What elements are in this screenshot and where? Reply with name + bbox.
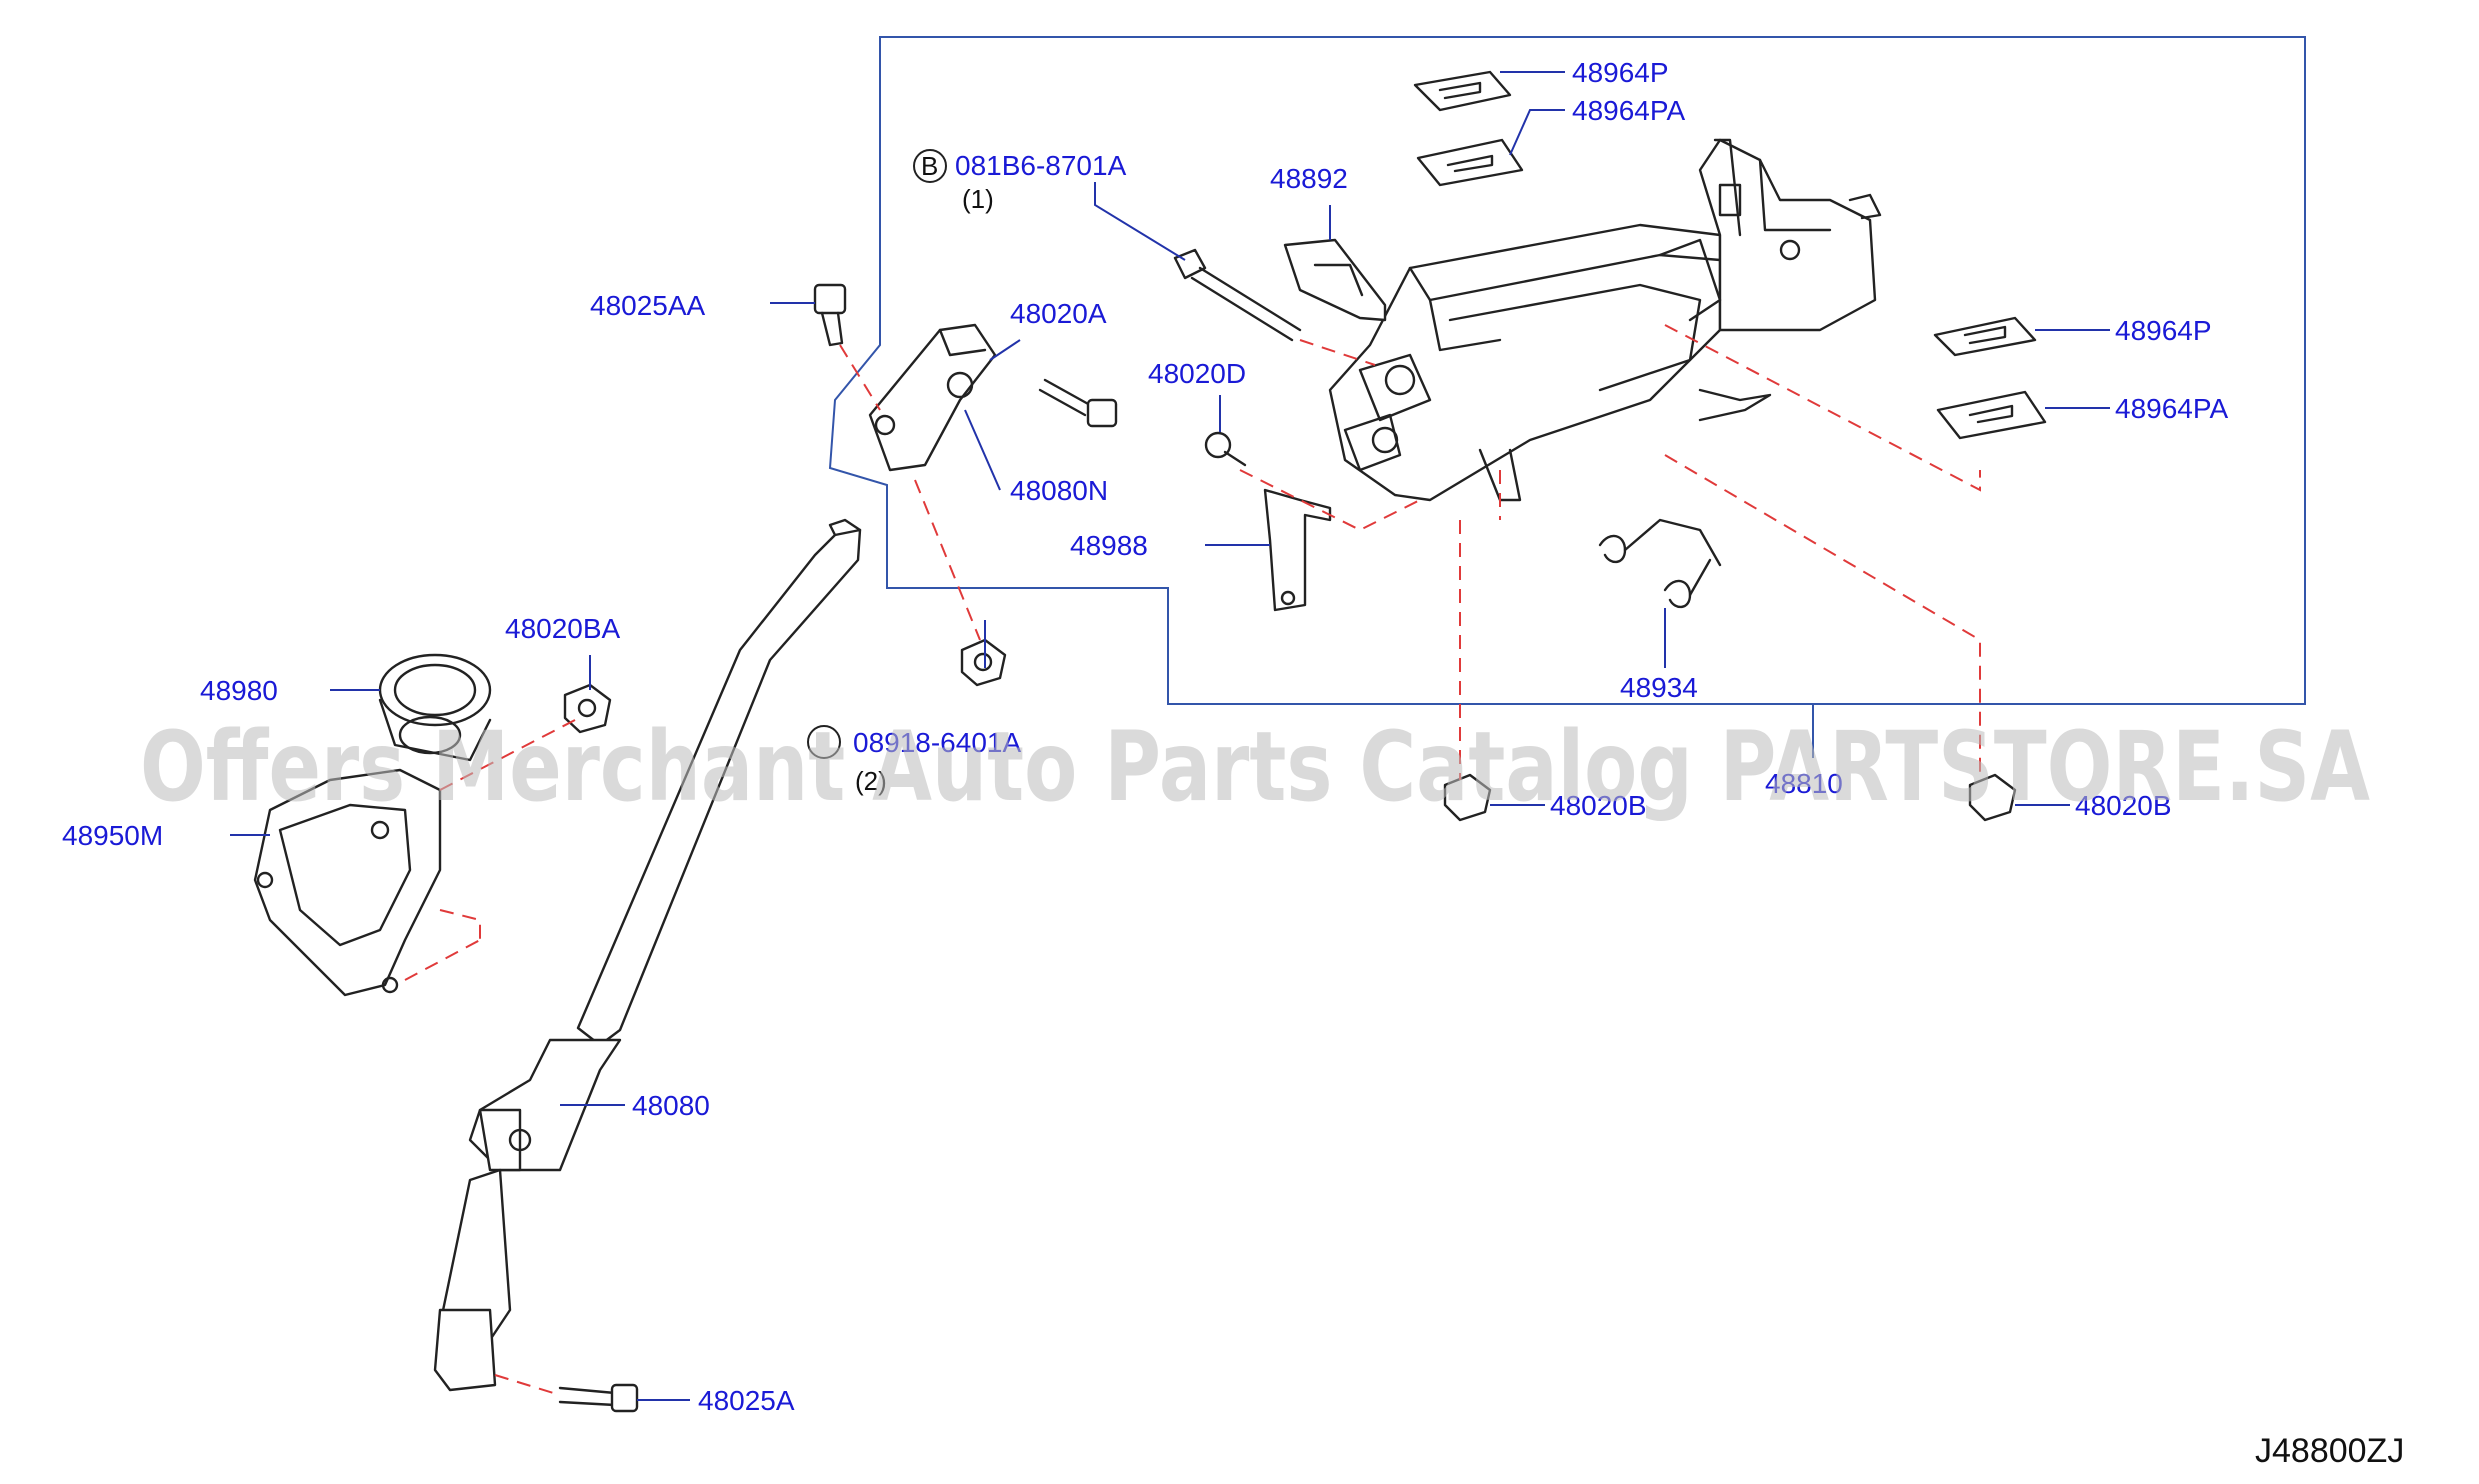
callout-n-circle: [807, 725, 841, 759]
spring-48934: [1598, 518, 1722, 609]
housing-48950M: [253, 768, 442, 997]
label-48964PA-right: 48964PA: [2115, 393, 2228, 424]
label-48934: 48934: [1620, 672, 1698, 703]
label-48025AA: 48025AA: [590, 290, 706, 321]
bolt-48025AA: [813, 283, 847, 347]
watermark-text: Offers Merchant Auto Parts Catalog PARTS…: [140, 711, 2370, 823]
nut-08918: [960, 638, 1007, 687]
assembly-frame: [828, 36, 2306, 705]
bracket-48892: [1283, 238, 1387, 322]
leader-lines: [230, 71, 2110, 1401]
intermediate-shaft-48080: [433, 518, 862, 1392]
label-48020D: 48020D: [1148, 358, 1246, 389]
label-48980: 48980: [200, 675, 278, 706]
label-48020B-left: 48020B: [1550, 790, 1647, 821]
callout-b-letter: B: [921, 151, 938, 181]
column-bracket-part: [1328, 138, 1882, 502]
label-48950M: 48950M: [62, 820, 163, 851]
label-48964P-top: 48964P: [1572, 57, 1669, 88]
label-callout-b-qty: (1): [962, 184, 994, 214]
shim-plate-right: [1933, 316, 2047, 440]
label-callout-n-qty: (2): [855, 766, 887, 796]
nut-48020B-left: [1443, 773, 1492, 822]
label-48988: 48988: [1070, 530, 1148, 561]
nut-48020B-right: [1968, 773, 2017, 822]
label-48020BA: 48020BA: [505, 613, 621, 644]
connection-lines: [404, 324, 1981, 1396]
label-48025A: 48025A: [698, 1385, 795, 1416]
label-48020A: 48020A: [1010, 298, 1107, 329]
label-48964P-right: 48964P: [2115, 315, 2212, 346]
shim-plate-top: [1413, 70, 1524, 187]
label-48810: 48810: [1765, 768, 1843, 799]
label-48080: 48080: [632, 1090, 710, 1121]
label-48964PA-top: 48964PA: [1572, 95, 1685, 126]
label-48020B-right: 48020B: [2075, 790, 2172, 821]
bolt-48025A: [558, 1383, 639, 1413]
long-bolt: [1173, 248, 1302, 342]
label-callout-n-part: 08918-6401A: [853, 727, 1021, 758]
universal-joint-upper: [868, 323, 997, 472]
diagram-code: J48800ZJ: [2255, 1432, 2404, 1470]
label-callout-b-part: 081B6-8701A: [955, 150, 1127, 181]
label-48080N: 48080N: [1010, 475, 1108, 506]
bolt-48020D: [1204, 431, 1247, 467]
boot-48980: [378, 653, 492, 762]
bracket-48988: [1263, 488, 1332, 612]
label-48892: 48892: [1270, 163, 1348, 194]
bolt-48020A: [1038, 378, 1118, 428]
callout-b-circle: [913, 149, 947, 183]
